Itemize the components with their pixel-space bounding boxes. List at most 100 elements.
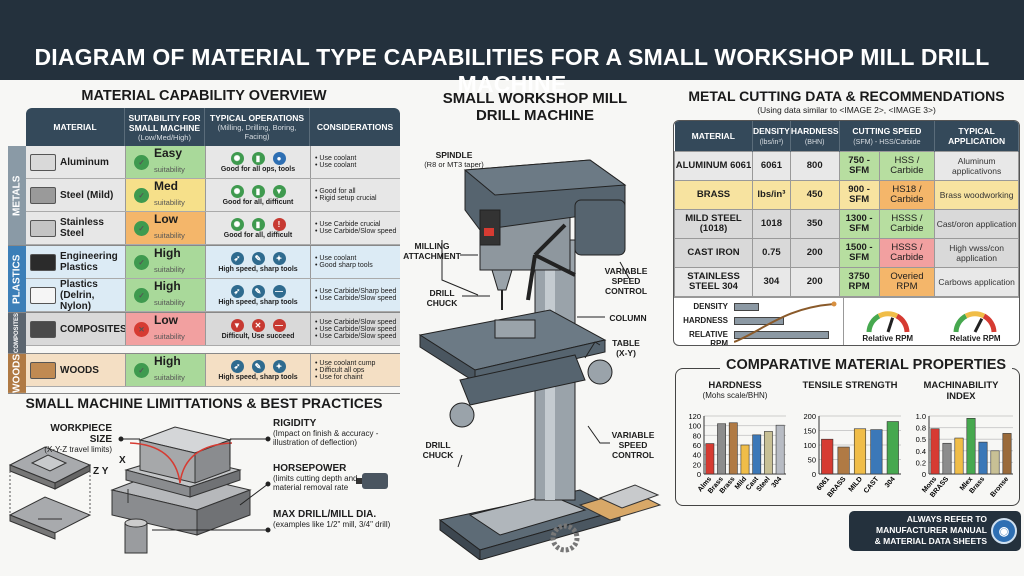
workpiece-plates-icon [8,446,92,540]
material-cell: Aluminum [26,146,125,178]
speed-icon: ➶ [230,284,244,298]
x-tick-label: 304 [884,476,897,490]
speed-icon: ➶ [230,359,244,373]
callout-lines [118,436,271,533]
y-tick-label: 0 [812,470,816,479]
col-header: HARDNESS(BHN) [790,121,840,151]
material-block-icon [30,153,56,171]
group-label: METALS [8,146,26,245]
bar [954,437,964,475]
workpiece-size-label: WORKPIECE SIZE(X-Y-Z travel limits) [44,423,112,454]
trend-curve [734,301,837,343]
rigidity-label: RIGIDITY(Impact on finish & accuracy - i… [273,418,379,447]
operations-cell: ✺▮▼Good for all, difficunt [205,179,310,211]
base-icon [438,489,622,560]
bar [705,443,715,475]
y-tick-label: 40 [693,451,701,460]
bar [886,421,899,475]
material-cell: Plastics (Delrin, Nylon) [26,279,125,312]
y-tick-label: 120 [688,412,701,421]
motor-icon [356,473,388,489]
mini-bar [734,316,784,325]
motor-icon [574,199,626,256]
bar [728,422,738,475]
chart-title: HARDNESS [708,380,762,391]
tool-icon: ✎ [251,284,265,298]
x-tick-label: Bronse [989,476,1010,499]
x-tick-label: 6061 [816,476,831,493]
y-tick-label: 60 [693,441,701,450]
check-icon: ✓ [134,254,149,270]
bar [740,444,750,475]
material-cell: WOODS [26,354,125,386]
col-suitability: SUITABILITY FOR SMALL MACHINE(Low/Med/Hi… [125,108,205,146]
considerations-cell: • Use coolant• Good sharp tools [310,246,400,278]
y-tick-label: 0.5 [916,435,926,444]
bar [717,423,726,475]
chart-plot: 020406080100120AlmsBrassBrassMildCastSte… [688,412,786,495]
operations-cell: ➶✎✦High speed, sharp tools [205,246,310,278]
bulb-icon: ✦ [272,359,286,373]
material-block-icon [30,286,56,304]
axis-x-label: X [119,455,126,466]
max-diameter-label: MAX DRILL/MILL DIA.(examples like 1/2" m… [273,509,391,529]
y-tick-label: 200 [803,412,816,421]
bar [837,446,850,475]
check-icon: ✓ [134,187,149,203]
gauge-2: Relative RPM [932,298,1020,345]
considerations-cell: • Use Carbide/Slow speed• Use Carbide/Sl… [310,313,400,345]
x-tick-label: CAST [863,475,881,495]
gear-icon: ✺ [230,217,244,231]
y-tick-label: 50 [808,456,816,465]
drill-icon: ▼ [272,184,286,198]
table-label: TABLE(X-Y) [612,338,640,358]
comparative-title: COMPARATIVE MATERIAL PROPERTIES [720,357,1013,373]
endmill-icon: ▮ [251,151,265,165]
check-icon: ✓ [134,362,149,378]
material-cell: Engineering Plastics [26,246,125,278]
overview-title: MATERIAL CAPABILITY OVERVIEW [81,88,327,104]
minus-icon: — [272,284,286,298]
y-tick-label: 0 [697,470,701,479]
material-cell: COMPOSITES [26,313,127,345]
material-block-icon [30,253,56,271]
close-icon: ✕ [134,321,149,337]
speed-icon: ➶ [230,251,244,265]
operations-cell: ▼✕—Difficult, Use succeed [205,313,310,345]
material-cell: Steel (Mild) [26,179,125,211]
endmill-icon: ▮ [251,217,265,231]
col-material: MATERIAL [26,108,125,146]
spindle-label: SPINDLE(R8 or MT3 taper) [424,150,484,169]
minus-icon: — [272,318,286,332]
gear-icon: ✺ [230,151,244,165]
gauge-icon [866,310,910,332]
deflection-block-icon [110,426,252,554]
switch-icon [484,228,494,236]
handwheel-icon [587,359,613,385]
x-tick-label: MILD [848,476,864,494]
cutting-subtitle: (Using data similar to <IMAGE 2>, <IMAGE… [757,105,936,115]
bar [990,450,1000,475]
bar [978,441,988,475]
